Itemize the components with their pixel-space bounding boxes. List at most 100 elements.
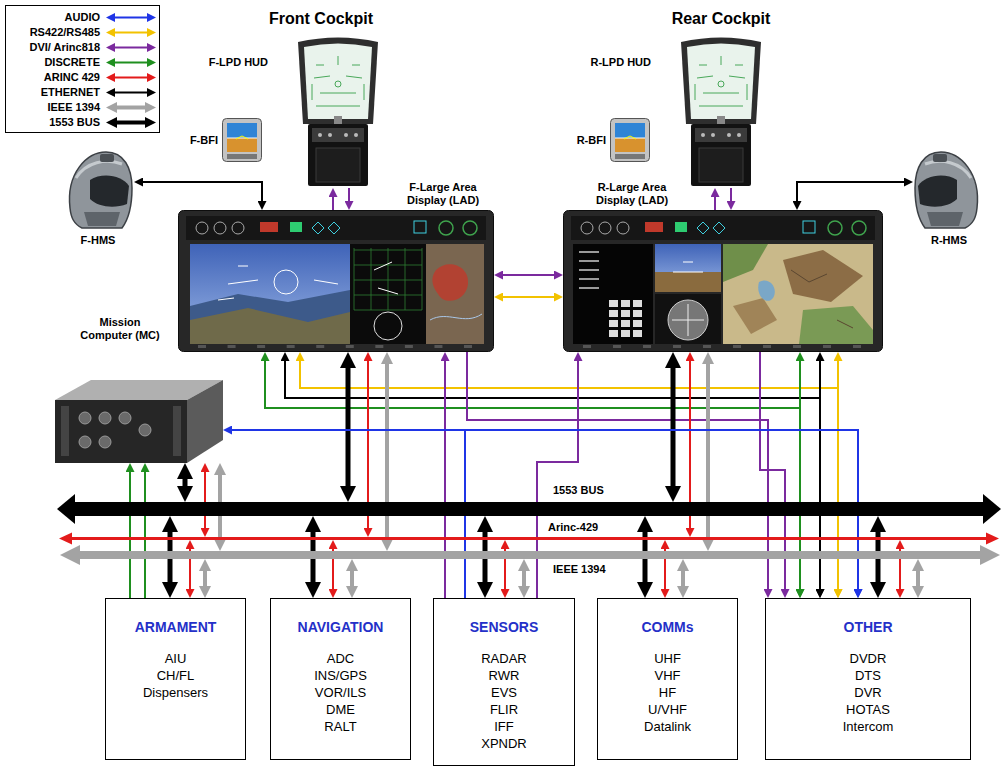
unit-label: F-LPD HUD [188, 56, 268, 69]
legend-text: DISCRETE [8, 56, 100, 69]
legend-sample [104, 55, 158, 70]
signal-connector [671, 360, 676, 494]
unit-label: R-BFI [556, 134, 606, 147]
legend-row: IEEE 1394 [6, 100, 159, 115]
unit-label: F-HMS [52, 234, 144, 247]
legend-sample [104, 100, 158, 115]
unit-label: 1553 BUS [553, 484, 643, 497]
unit-list: ADC INS/GPS VOR/ILS DME RALT [314, 650, 367, 735]
legend-sample [104, 115, 158, 130]
backup-flight-indicator: R-BFI [610, 118, 650, 162]
group-heading: OTHER [766, 619, 970, 636]
signal-connector [714, 193, 716, 211]
unit-label: R-Large Area Display (LAD) [582, 181, 682, 207]
signal-connector [522, 565, 526, 592]
unit-label: IEEE 1394 [553, 563, 643, 576]
legend-sample [104, 25, 158, 40]
unit-label: R-LPD HUD [571, 56, 651, 69]
signal-connector [348, 188, 350, 206]
unit-label: Arinc-429 [548, 521, 638, 534]
legend-row: ETHERNET [6, 85, 159, 100]
legend-row: ARINC 429 [6, 70, 159, 85]
signal-connector [499, 296, 559, 298]
signal-connector [444, 357, 446, 599]
large-area-display-picture [178, 210, 494, 352]
data-bus: Arinc-429 [72, 537, 986, 540]
legend-sample [104, 85, 158, 100]
section-title: Rear Cockpit [656, 9, 786, 28]
helmet-sight-picture [62, 148, 134, 230]
signal-connector [183, 471, 188, 494]
backup-flight-indicator-picture [222, 118, 262, 162]
hud-unit: F-LPD HUD [290, 38, 386, 188]
subsystem-box: ARMAMENT AIU CH/FL Dispensers [105, 598, 246, 760]
signal-connector [204, 468, 206, 533]
backup-flight-indicator: F-BFI [222, 118, 262, 162]
subsystem-box: OTHER DVDR DTS DVR HOTAS Intercom [765, 598, 971, 760]
signal-connector [681, 565, 685, 592]
signal-connector [203, 565, 207, 592]
subsystem-box: NAVIGATION ADC INS/GPS VOR/ILS DME RALT [270, 598, 411, 760]
signal-connector [499, 274, 559, 276]
legend-text: AUDIO [8, 11, 100, 24]
group-heading: ARMAMENT [106, 619, 245, 636]
unit-label: R-HMS [903, 234, 995, 247]
legend-box: AUDIO RS422/RS485DVI/ Arinc818DISCRETE ARI… [5, 5, 160, 133]
signal-connector [350, 565, 354, 592]
signal-connector [385, 358, 389, 545]
data-bus-picture [75, 502, 983, 516]
signal-connector [139, 182, 263, 206]
section-title: Front Cockpit [256, 9, 386, 28]
data-bus-picture [80, 551, 980, 559]
legend-text: IEEE 1394 [8, 101, 100, 114]
legend-text: DVI/ Arinc818 [8, 41, 100, 54]
signal-connector [332, 193, 334, 211]
unit-label: F-BFI [168, 134, 218, 147]
signal-connector [346, 360, 351, 494]
helmet-sight-picture [913, 148, 985, 230]
legend-sample [104, 40, 158, 55]
group-heading: NAVIGATION [271, 619, 410, 636]
unit-list: AIU CH/FL Dispensers [143, 650, 208, 701]
unit-label: F-Large Area Display (LAD) [393, 181, 493, 207]
data-bus: IEEE 1394 [80, 551, 980, 559]
signal-connector [537, 357, 578, 599]
subsystem-box: COMMsUHF VHF HF U/VHF Datalink [597, 598, 738, 760]
legend-sample [104, 10, 158, 25]
legend-row: RS422/RS485 [6, 25, 159, 40]
hud-unit: R-LPD HUD [673, 38, 769, 188]
signal-connector [706, 358, 710, 545]
large-area-display-picture [563, 210, 883, 352]
signal-connector [797, 182, 909, 206]
helmet-sight: F-HMS [62, 148, 134, 230]
signal-connector [144, 468, 146, 599]
data-bus-picture [72, 537, 986, 540]
legend-text: RS422/RS485 [8, 26, 100, 39]
backup-flight-indicator-picture [610, 118, 650, 162]
subsystem-box: SENSORS RADAR RWR EVS FLIR IFF XPNDR [433, 598, 575, 766]
group-heading: COMMs [598, 619, 737, 636]
signal-connector [730, 188, 732, 206]
signal-connector [129, 468, 131, 599]
legend-row: DVI/ Arinc818 [6, 40, 159, 55]
mission-computer: Mission Computer (MC) [55, 378, 223, 463]
legend-text: 1553 BUS [8, 116, 100, 129]
unit-list: RADAR RWR EVS FLIR IFF XPNDR [481, 650, 527, 752]
large-area-display: F-Large Area Display (LAD) [178, 210, 494, 352]
mission-computer-picture [55, 378, 223, 463]
legend-row: AUDIO [6, 10, 159, 25]
legend-text: ARINC 429 [8, 71, 100, 84]
hud-unit-picture [673, 38, 769, 188]
legend-row: 1553 BUS [6, 115, 159, 130]
large-area-display: R-Large Area Display (LAD) [563, 210, 883, 352]
signal-connector [916, 565, 920, 592]
legend-text: ETHERNET [8, 86, 100, 99]
helmet-sight: R-HMS [913, 148, 985, 230]
hud-unit-picture [290, 38, 386, 188]
unit-list: UHF VHF HF U/VHF Datalink [644, 650, 691, 735]
unit-list: DVDR DTS DVR HOTAS Intercom [843, 650, 894, 735]
data-bus: 1553 BUS [75, 502, 983, 516]
legend-row: DISCRETE [6, 55, 159, 70]
group-heading: SENSORS [434, 619, 574, 636]
